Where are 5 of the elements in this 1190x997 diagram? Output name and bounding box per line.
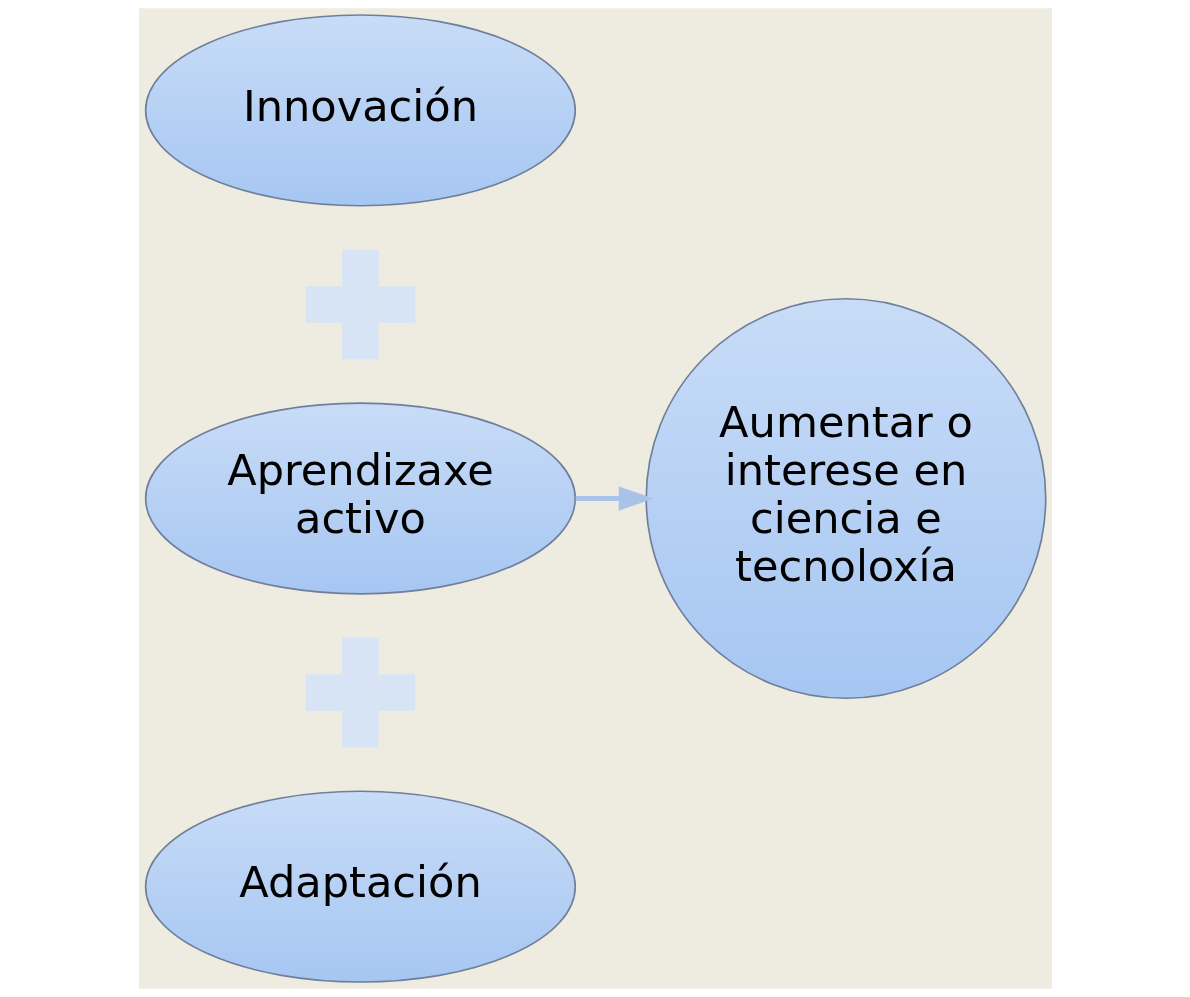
arrow — [575, 486, 654, 511]
node-ellipse: Innovación — [144, 14, 576, 207]
node-ellipse: Aprendizaxe activo — [144, 402, 576, 595]
node-circle: Aumentar o interese en ciencia e tecnoloxía — [644, 297, 1047, 700]
node-ellipse: Adaptación — [144, 790, 576, 983]
